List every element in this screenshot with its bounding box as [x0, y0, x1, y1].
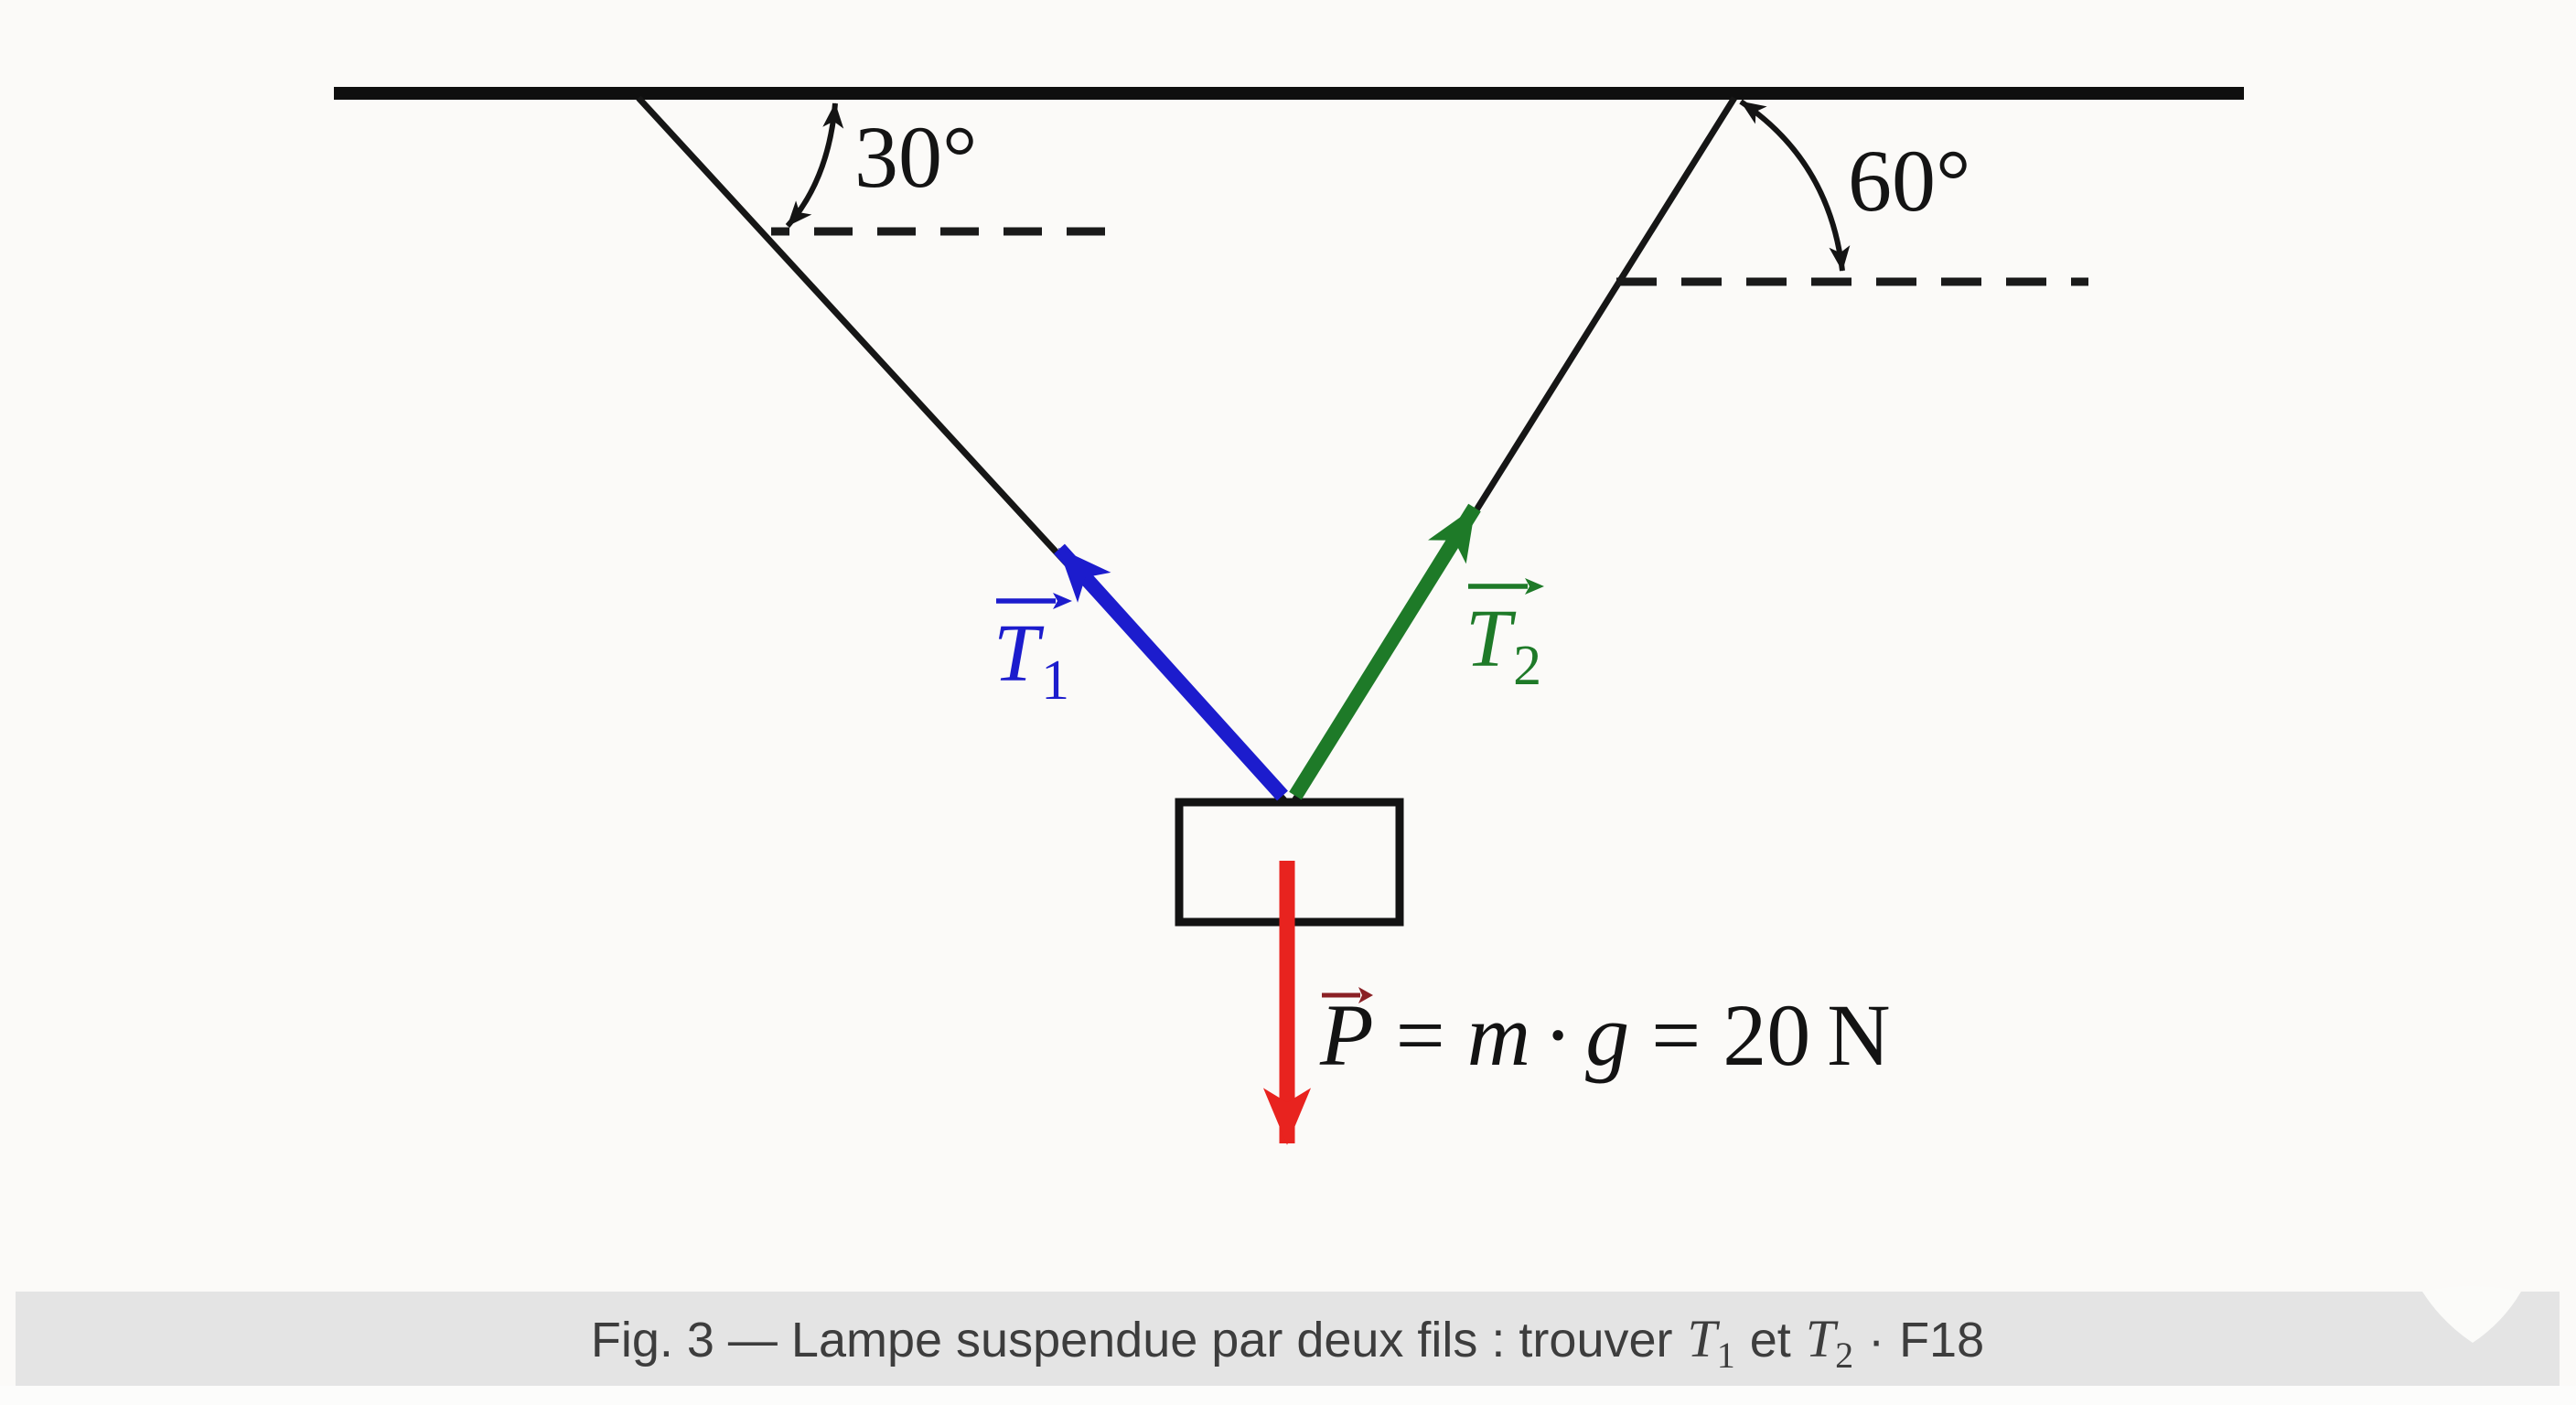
tension1-subscript: 1	[1041, 649, 1070, 712]
tension2-symbol: T	[1465, 594, 1512, 684]
caption-t2-subscript: 2	[1835, 1335, 1854, 1376]
weight-symbol: P	[1320, 986, 1374, 1084]
weight-unit: N	[1827, 986, 1891, 1084]
corner-marker-shape	[2422, 1286, 2521, 1343]
vector-arrow-icon	[1322, 987, 1373, 1003]
weight-value: 20	[1723, 986, 1811, 1084]
caption-bar: Fig. 3 — Lampe suspendue par deux fils :…	[16, 1292, 2560, 1386]
caption-code: F18	[1899, 1313, 1985, 1367]
right-angle-arc	[1739, 99, 1851, 272]
mass-symbol: m	[1466, 986, 1531, 1084]
tension2-label: T2	[1465, 574, 1546, 694]
equals-sign: =	[1651, 986, 1701, 1084]
left-angle-arc	[785, 102, 844, 228]
figure-caption: Fig. 3 — Lampe suspendue par deux fils :…	[590, 1308, 1985, 1376]
caption-prefix: Fig. 3 — Lampe suspendue par deux fils :…	[590, 1313, 1673, 1367]
equals-sign: =	[1395, 986, 1445, 1084]
bottom-margin-strip	[0, 1386, 2576, 1405]
tension2-subscript: 2	[1513, 635, 1542, 697]
tension1-symbol: T	[993, 608, 1040, 699]
vector-arrow-icon	[1468, 578, 1544, 595]
caption-t1-subscript: 1	[1716, 1335, 1735, 1376]
caption-separator: ·	[1868, 1313, 1885, 1367]
tension1-label: T1	[993, 589, 1074, 709]
angle-label-left: 30°	[854, 108, 978, 206]
caption-and: et	[1749, 1313, 1791, 1367]
gravity-symbol: g	[1585, 986, 1630, 1084]
caption-t1-symbol: T	[1687, 1309, 1717, 1368]
caption-t2-symbol: T	[1805, 1309, 1836, 1368]
multiplication-dot: ·	[1543, 986, 1573, 1084]
tension1-arrow	[1054, 543, 1288, 801]
angle-label-right: 60°	[1848, 132, 1971, 230]
tension2-arrow	[1289, 503, 1481, 800]
ceiling-line	[334, 87, 2244, 100]
